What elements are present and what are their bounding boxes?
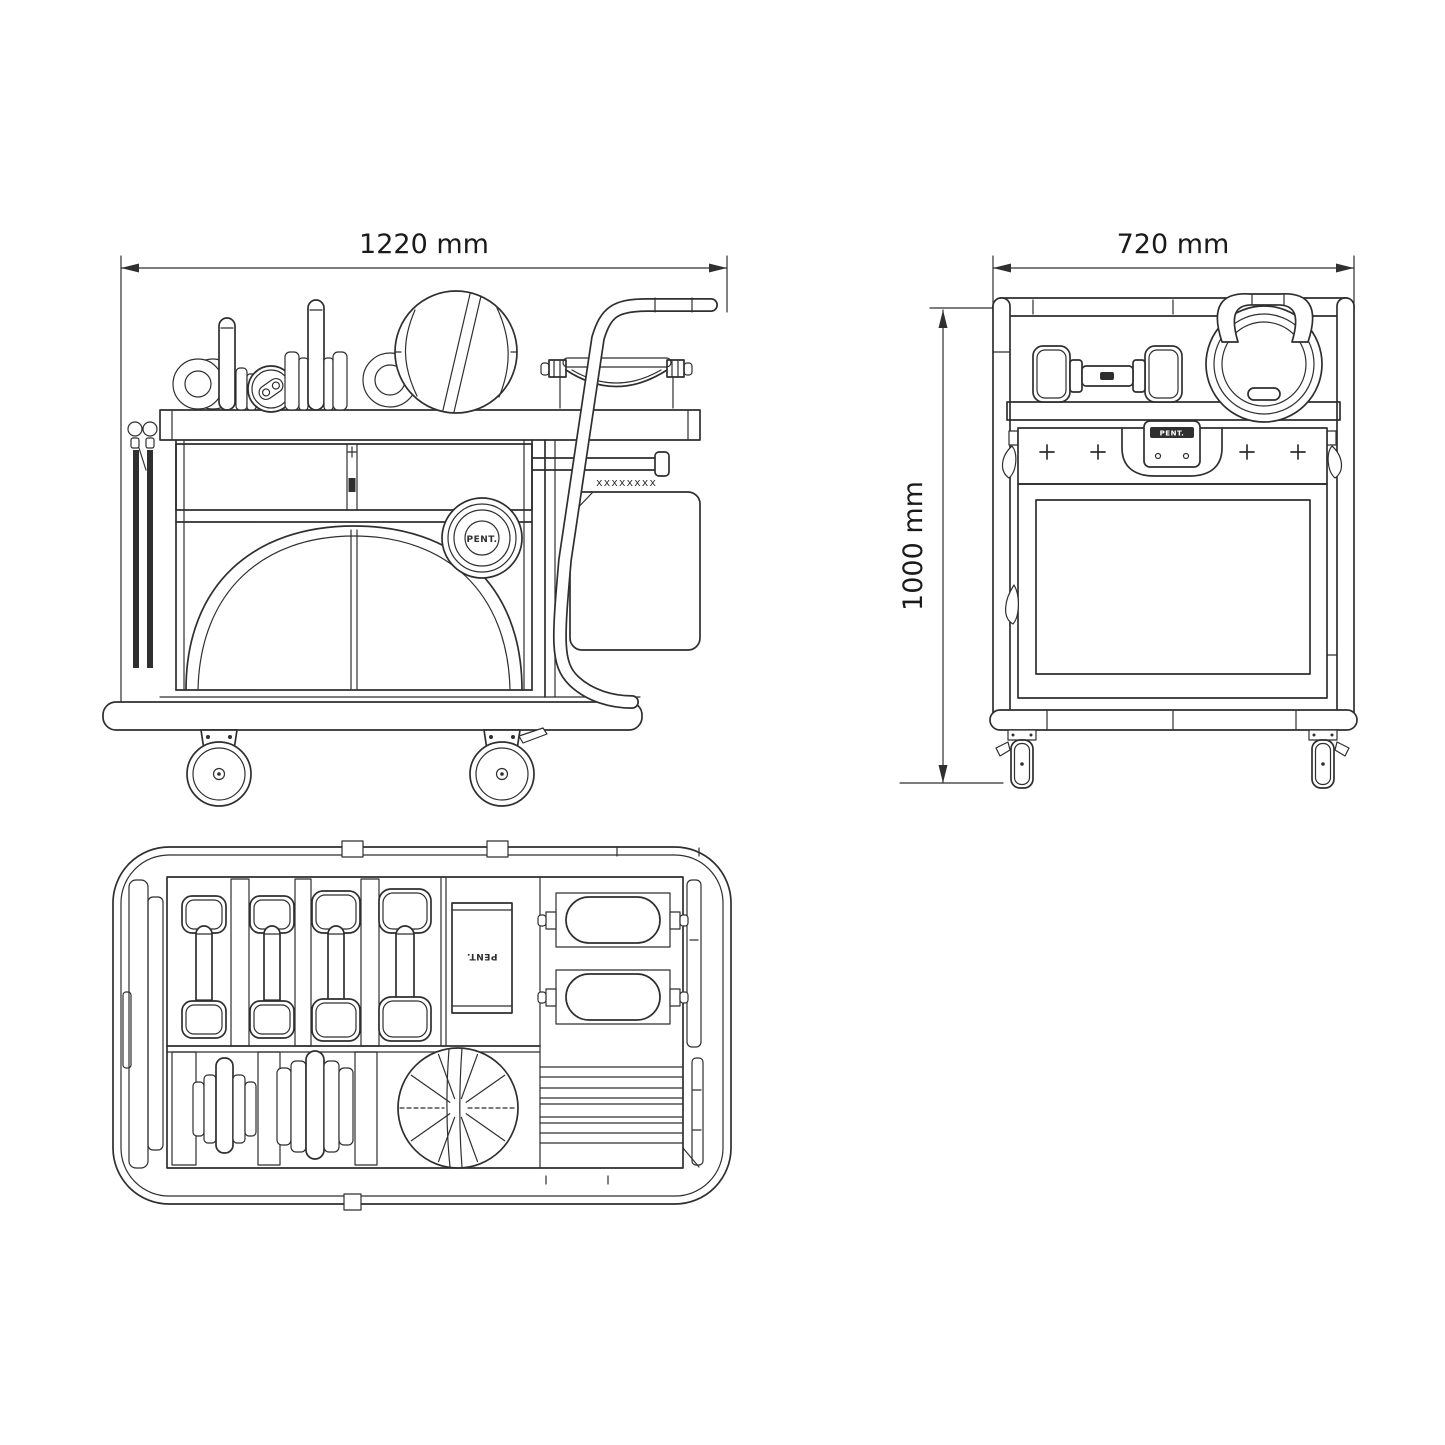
side-width-dimension: 720 mm: [992, 229, 1355, 313]
caster-side-right: [1308, 729, 1350, 789]
medicine-ball-top: [397, 1047, 519, 1169]
side-height-dimension: 1000 mm: [898, 307, 1004, 784]
side-base: [989, 709, 1358, 731]
plus-fasteners: [1039, 444, 1306, 460]
arched-doors: [185, 525, 523, 691]
base-platform: [102, 701, 643, 731]
frame-post-right: [544, 439, 556, 698]
mat-brand-text: PENT.: [467, 951, 498, 961]
brake-lever: [518, 727, 548, 744]
barbell-post-center: [307, 299, 325, 411]
latch-handle: PENT.: [1143, 420, 1201, 468]
face-on-plate: [247, 365, 295, 413]
side-view: 720 mm 1000 mm: [898, 229, 1358, 789]
drawer-latch: [346, 446, 358, 492]
foam-roller-1: [537, 892, 689, 948]
plate-stack-center: [284, 299, 348, 411]
inner-tray: [166, 876, 700, 1169]
top-edge-tab: [341, 840, 364, 858]
latch-panel: PENT.: [1008, 420, 1337, 485]
caster-front-right: [469, 727, 548, 807]
caster-front-left: [186, 729, 252, 807]
exercise-mat: PENT.: [451, 876, 541, 1169]
bottom-edge-tab: [343, 1193, 362, 1211]
strap-hook-lower: [1005, 584, 1019, 625]
hanging-bag: [569, 491, 701, 651]
front-width-label: 1220 mm: [359, 229, 489, 260]
dumbbell-top-2: [249, 895, 295, 1039]
top-edge-tab: [486, 840, 509, 858]
side-width-label: 720 mm: [1117, 229, 1230, 260]
side-post-right: [1336, 297, 1355, 723]
side-panel: [1005, 483, 1337, 699]
side-post-left: [992, 297, 1011, 723]
brand-badge: PENT.: [441, 497, 523, 579]
stitching-text: xxxxxxxx: [596, 476, 657, 489]
kettlebell-cradle: [540, 357, 693, 409]
resistance-bands: [127, 421, 158, 668]
front-width-dimension: 1220 mm: [120, 229, 728, 713]
slat-tray: [539, 1066, 684, 1144]
dumbbell-top-3: [311, 890, 361, 1042]
foam-roller-2: [537, 969, 689, 1025]
latch-handle-brand: PENT.: [1160, 430, 1185, 438]
drawer-front: [175, 443, 533, 511]
barbell-post-left: [218, 317, 236, 411]
front-view: 1220 mm: [102, 229, 728, 807]
kettlebell-handle: [1216, 293, 1314, 343]
brand-badge-text: PENT.: [467, 535, 498, 545]
top-outline: [112, 840, 732, 1211]
medicine-ball-front: [394, 290, 518, 414]
side-height-label: 1000 mm: [898, 481, 929, 611]
plate-stack-top-2: [276, 1050, 354, 1160]
top-shelf: [159, 409, 701, 441]
push-handle: [552, 297, 718, 709]
top-view: PENT.: [112, 840, 732, 1211]
kettlebell-side: [1205, 293, 1323, 423]
handle-recess: [1121, 427, 1223, 477]
right-rail: [686, 879, 704, 1166]
left-rail: [122, 879, 164, 1169]
rail-end-cap: [654, 451, 670, 477]
plate-stack-top-1: [192, 1057, 257, 1154]
strap-hook-right: [1327, 445, 1342, 479]
dumbbell-top-4: [378, 888, 432, 1042]
strap-hook-left: [1002, 445, 1017, 479]
caster-side-left: [995, 729, 1037, 789]
dumbbell-top-1: [181, 895, 227, 1039]
section-divider: [166, 1045, 541, 1053]
cabinet: PENT.: [159, 439, 641, 698]
dumbbell-side: [1032, 345, 1183, 403]
dumbbell-slot-dividers: [230, 876, 447, 1047]
plate-bay: [171, 1050, 378, 1166]
